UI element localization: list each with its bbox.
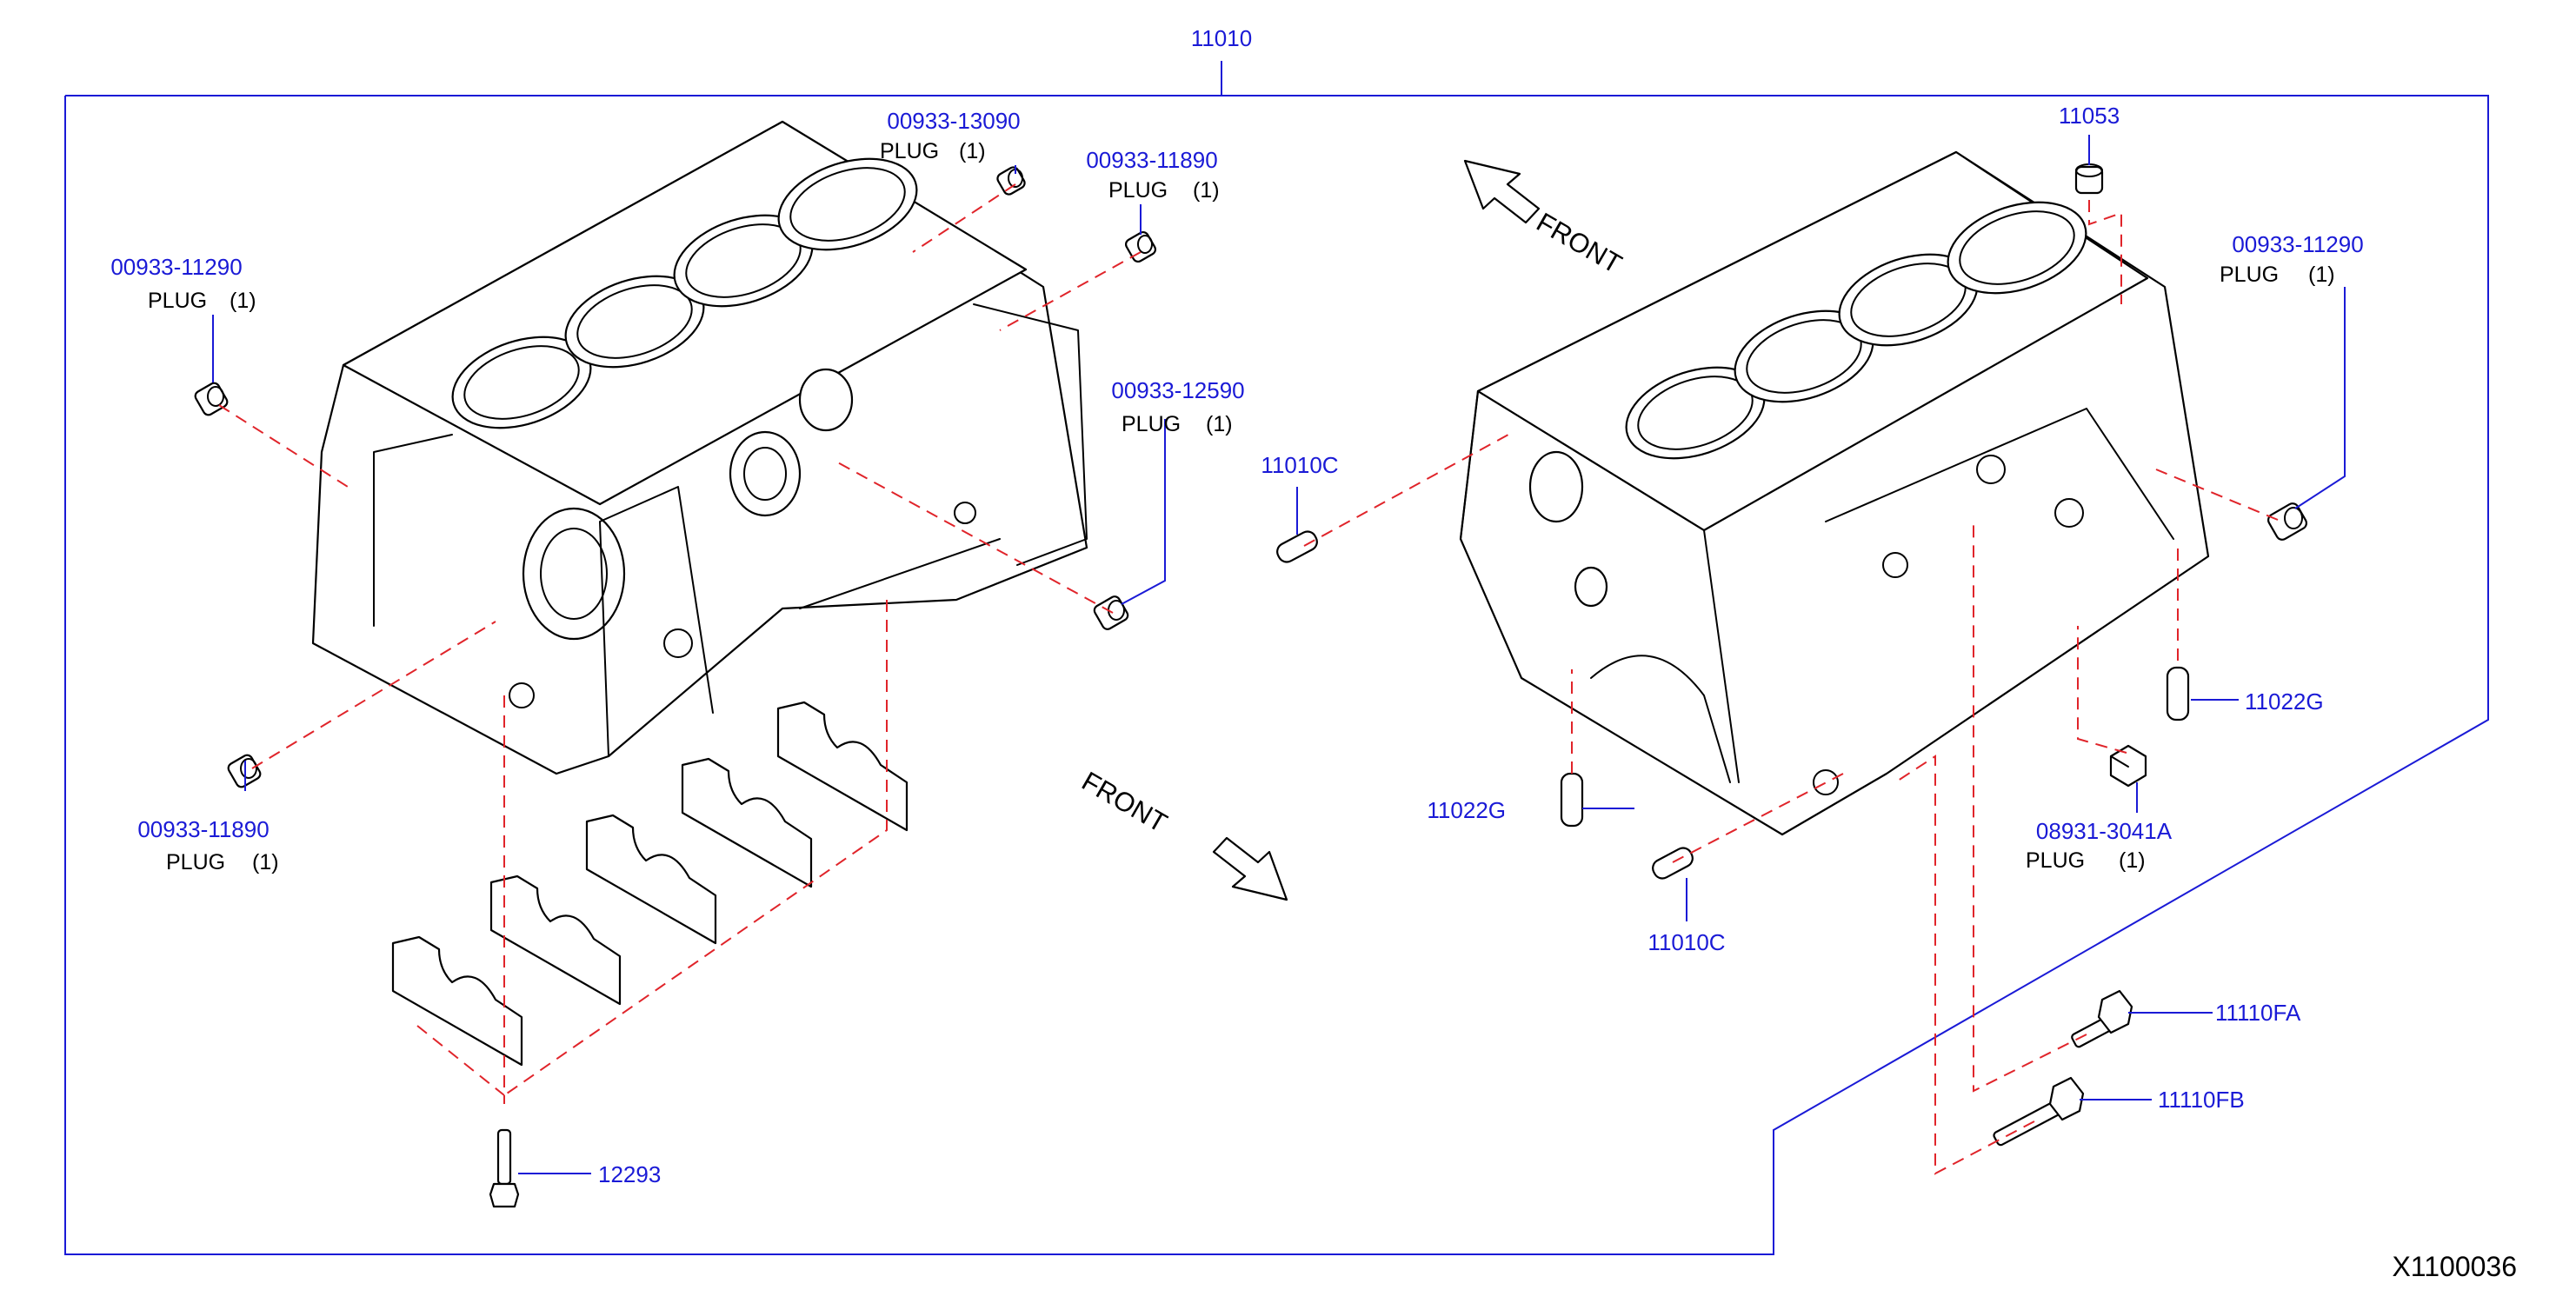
cap-11053-icon	[2074, 163, 2104, 195]
alignment-lines	[218, 183, 2279, 1175]
callout-plug-12590[interactable]: 00933-12590 PLUG (1)	[1111, 377, 1244, 436]
bearing-caps	[391, 701, 909, 1067]
part-number[interactable]: 12293	[598, 1161, 661, 1187]
callout-bolt-11110fa[interactable]: 11110FA	[2215, 1000, 2301, 1026]
callout-dowel-11022g-right[interactable]: 11022G	[2245, 688, 2324, 715]
callout-plug-3041a[interactable]: 08931-3041A PLUG (1)	[2026, 818, 2173, 873]
part-number[interactable]: 11010C	[1647, 929, 1725, 955]
part-number[interactable]: 00933-11290	[110, 254, 242, 280]
part-description: PLUG	[880, 139, 939, 163]
part-quantity: (1)	[1206, 412, 1233, 436]
part-quantity: (1)	[230, 289, 256, 313]
part-number[interactable]: 11022G	[2245, 688, 2324, 715]
part-quantity: (1)	[2308, 263, 2335, 287]
part-number[interactable]: 11110FB	[2158, 1087, 2245, 1113]
plug-13090-icon	[996, 166, 1026, 196]
part-number[interactable]: 00933-11890	[137, 816, 269, 842]
part-description: PLUG	[148, 289, 207, 313]
part-number[interactable]: 00933-13090	[887, 108, 1020, 134]
callout-cap-11053[interactable]: 11053	[2059, 103, 2120, 129]
callout-plug-13090[interactable]: 00933-13090 PLUG (1)	[880, 108, 1021, 163]
plug-11890-top-icon	[1124, 230, 1157, 263]
callout-plug-11890-top[interactable]: 00933-11890 PLUG (1)	[1086, 147, 1219, 203]
part-number[interactable]: 08931-3041A	[2036, 818, 2173, 844]
callout-plug-11890-bottom[interactable]: 00933-11890 PLUG (1)	[137, 816, 278, 874]
front-label-top: FRONT	[1532, 207, 1627, 280]
cylinder-block-left	[311, 120, 1088, 775]
part-number[interactable]: 11110FA	[2215, 1000, 2301, 1026]
pin-11010c-lower-icon	[1652, 847, 1694, 880]
bolt-12293-icon	[489, 1128, 520, 1208]
pin-11010c-upper-icon	[1276, 530, 1318, 563]
part-icons	[194, 163, 2307, 1208]
part-number[interactable]: 00933-11890	[1086, 147, 1217, 173]
callout-bolt-12293[interactable]: 12293	[598, 1161, 661, 1187]
part-quantity: (1)	[1193, 178, 1220, 203]
part-description: PLUG	[1108, 178, 1168, 203]
part-description: PLUG	[166, 850, 225, 874]
plug-11290-left-icon	[194, 382, 229, 416]
part-description: PLUG	[2026, 848, 2085, 873]
assembly-outline	[64, 61, 2489, 1255]
callout-pin-11010c-lower[interactable]: 11010C	[1647, 929, 1725, 955]
callout-bolt-11110fb[interactable]: 11110FB	[2158, 1087, 2245, 1113]
part-number[interactable]: 11022G	[1427, 797, 1506, 823]
plug-3041a-icon	[2109, 744, 2147, 788]
callout-pin-11010c-upper[interactable]: 11010C	[1261, 452, 1338, 478]
part-description: PLUG	[1122, 412, 1181, 436]
dowel-11022g-left-icon	[1560, 772, 1584, 828]
part-quantity: (1)	[2119, 848, 2146, 873]
cylinder-block-right	[1459, 150, 2210, 836]
leader-lines	[212, 135, 2346, 1174]
callout-dowel-11022g-left[interactable]: 11022G	[1427, 797, 1506, 823]
assembly-part-number[interactable]: 11010	[1191, 25, 1252, 51]
front-arrow-top	[1463, 159, 1541, 224]
illustration-id: X1100036	[2392, 1251, 2517, 1282]
part-quantity: (1)	[959, 139, 986, 163]
dowel-11022g-right-icon	[2166, 666, 2190, 721]
callout-plug-11290-right[interactable]: 00933-11290 PLUG (1)	[2220, 231, 2364, 287]
part-number[interactable]: 11010C	[1261, 452, 1338, 478]
front-arrow-bottom	[1212, 836, 1288, 901]
part-number[interactable]: 00933-11290	[2232, 231, 2363, 257]
callout-plug-11290-left[interactable]: 00933-11290 PLUG (1)	[110, 254, 256, 313]
bolt-11110fa-icon	[2071, 989, 2133, 1048]
plug-11290-right-icon	[2267, 502, 2307, 541]
part-number[interactable]: 11053	[2059, 103, 2120, 129]
part-description: PLUG	[2220, 263, 2279, 287]
part-number[interactable]: 00933-12590	[1111, 377, 1244, 403]
part-quantity: (1)	[252, 850, 279, 874]
front-label-bottom: FRONT	[1077, 766, 1173, 839]
